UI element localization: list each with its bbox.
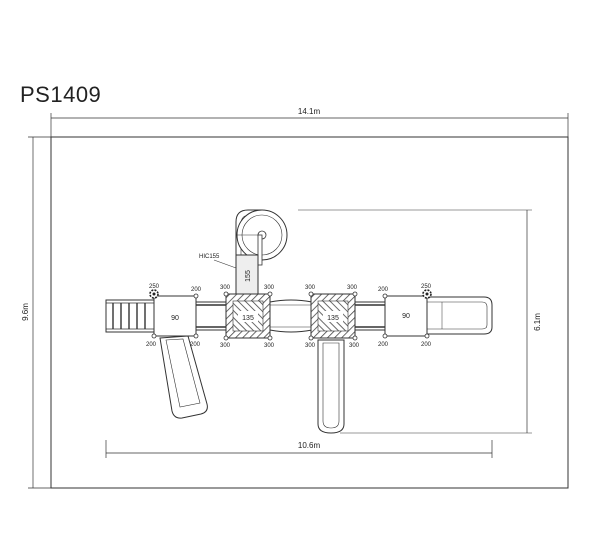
right-slide [426,296,493,335]
ladder [105,299,155,333]
overall-width-label: 14.1m [298,107,321,116]
post-label: 300 [305,343,316,349]
platform-4-label: 90 [402,313,410,320]
roof-post-icon [422,289,432,299]
post-label: 300 [264,285,275,291]
platform-155-label: 155 [245,270,252,282]
post-label: 200 [378,287,389,293]
post-label: 250 [421,284,432,290]
post-label: 300 [349,343,360,349]
post-label: 250 [149,284,160,290]
left-slide [159,335,208,419]
hic-label: HIC155 [199,254,220,260]
hic-callout: HIC155 [199,254,237,269]
overall-width-dimension: 14.1m [50,107,569,137]
bottom-slide [317,339,345,434]
platform-3: 135 [310,293,356,339]
bridge-right [354,301,386,331]
post-label: 300 [264,343,275,349]
equipment-height-dimension: 6.1m [298,209,542,434]
roof-post-icon [149,289,159,299]
post-label: 200 [191,287,202,293]
spiral-slide [235,209,288,266]
platform-3-label: 135 [327,315,339,322]
platform-4: 90 [384,295,428,337]
diagram-title: PS1409 [20,82,102,107]
bridge-left [195,301,227,331]
platform-1: 90 [153,295,197,337]
safety-zone [50,136,569,489]
post-label: 300 [220,285,231,291]
equipment-width-dimension: 10.6m [105,440,493,458]
platform-155: 155 [235,254,259,298]
platform-1-label: 90 [171,315,179,322]
post-label: 200 [421,342,432,348]
post-label: 200 [146,342,157,348]
equipment-width-label: 10.6m [298,441,321,450]
equipment-height-label: 6.1m [533,313,542,331]
tunnel [269,299,313,333]
post-label: 300 [347,285,358,291]
post-label: 300 [220,343,231,349]
post-label: 200 [190,342,201,348]
post-label: 200 [378,342,389,348]
overall-height-label: 9.6m [21,303,30,321]
post-labels: 250 200 200 200 300 300 300 300 300 300 … [146,284,432,349]
platform-2: 135 [225,293,271,339]
post-label: 300 [305,285,316,291]
overall-height-dimension: 9.6m [21,136,51,489]
platform-2-label: 135 [242,315,254,322]
